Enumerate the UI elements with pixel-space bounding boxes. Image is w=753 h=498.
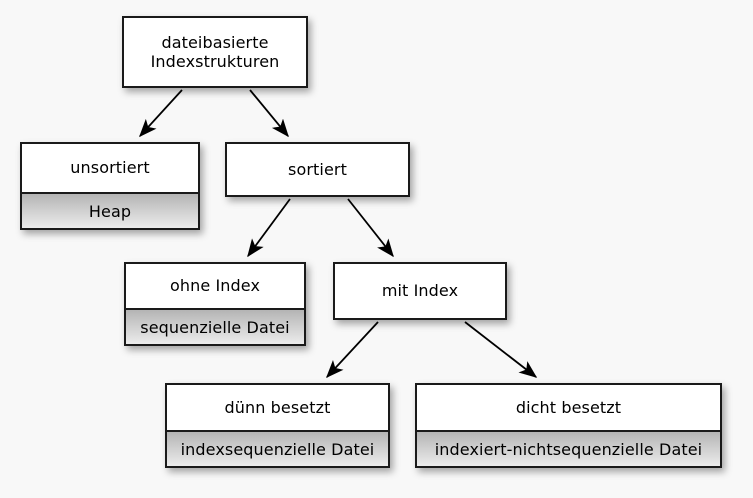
- node-title: mit Index: [335, 264, 505, 318]
- node-subtitle: sequenzielle Datei: [126, 308, 304, 344]
- edge-sortiert-to-mit-index: [347, 198, 394, 258]
- node-title: dünn besetzt: [167, 385, 388, 430]
- node-dateibasierte-indexstrukturen[interactable]: dateibasierte Indexstrukturen: [122, 16, 308, 88]
- node-subtitle: Heap: [22, 192, 198, 228]
- node-mit-index[interactable]: mit Index: [333, 262, 507, 320]
- node-duenn-besetzt[interactable]: dünn besetzt indexsequenzielle Datei: [165, 383, 390, 468]
- node-title: unsortiert: [22, 144, 198, 192]
- edge-root-to-unsortiert: [139, 89, 183, 138]
- node-title: dateibasierte Indexstrukturen: [124, 18, 306, 86]
- node-subtitle: indexsequenzielle Datei: [167, 430, 388, 466]
- node-subtitle: indexiert-nichtsequenzielle Datei: [417, 430, 720, 466]
- node-title: ohne Index: [126, 264, 304, 308]
- node-dicht-besetzt[interactable]: dicht besetzt indexiert-nichtsequenziell…: [415, 383, 722, 468]
- node-title: dicht besetzt: [417, 385, 720, 430]
- node-sortiert[interactable]: sortiert: [225, 142, 410, 197]
- edge-mit-index-to-dicht: [464, 321, 538, 378]
- node-ohne-index[interactable]: ohne Index sequenzielle Datei: [124, 262, 306, 346]
- node-title: sortiert: [227, 144, 408, 195]
- node-unsortiert[interactable]: unsortiert Heap: [20, 142, 200, 230]
- edge-root-to-sortiert: [249, 89, 289, 138]
- edge-mit-index-to-duenn: [326, 321, 379, 379]
- edge-sortiert-to-ohne-index: [247, 198, 291, 258]
